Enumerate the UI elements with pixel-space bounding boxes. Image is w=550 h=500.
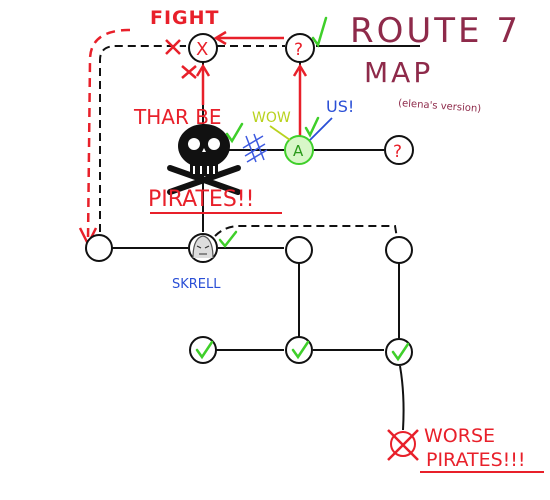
- node-unknown-top[interactable]: ?: [285, 33, 315, 63]
- label-us: US!: [326, 97, 354, 116]
- map-title: ROUTE 7: [350, 11, 521, 51]
- red-route: [78, 28, 308, 247]
- node-unknown-right-mark: ?: [393, 142, 402, 162]
- label-thar-be: THAR BE: [133, 105, 222, 129]
- node-left-middle[interactable]: [85, 234, 113, 262]
- node-middle-3[interactable]: [385, 236, 413, 264]
- checkmarks: [195, 16, 410, 362]
- node-us[interactable]: A: [284, 135, 314, 165]
- node-unknown-right[interactable]: ?: [384, 135, 414, 165]
- label-skrell: SKRELL: [172, 277, 221, 292]
- skull-crossbones-icon: [167, 124, 241, 195]
- node-middle-2[interactable]: [285, 236, 313, 264]
- node-unknown-top-mark: ?: [294, 40, 303, 60]
- us-arrow: [309, 117, 333, 141]
- node-skrell[interactable]: [188, 233, 218, 263]
- label-worse: WORSE: [424, 425, 495, 447]
- node-us-mark: A: [293, 142, 304, 160]
- label-wow: WOW: [252, 110, 291, 126]
- crosshatch-mark: [242, 133, 268, 163]
- label-worse-pirates: PIRATES!!!: [426, 449, 526, 471]
- wow-arrow: [269, 125, 291, 141]
- map-title-line2: MAP: [364, 56, 433, 89]
- node-fight-mark: X: [196, 39, 208, 60]
- map-nodes: X ? A ?: [85, 33, 419, 461]
- node-worse-pirates[interactable]: [387, 429, 419, 461]
- node-fight[interactable]: X: [188, 33, 218, 63]
- label-pirates: PIRATES!!: [148, 187, 254, 212]
- map-subtitle: (elena's version): [398, 98, 482, 115]
- label-fight: FIGHT: [150, 7, 220, 29]
- route-lines: [99, 45, 420, 431]
